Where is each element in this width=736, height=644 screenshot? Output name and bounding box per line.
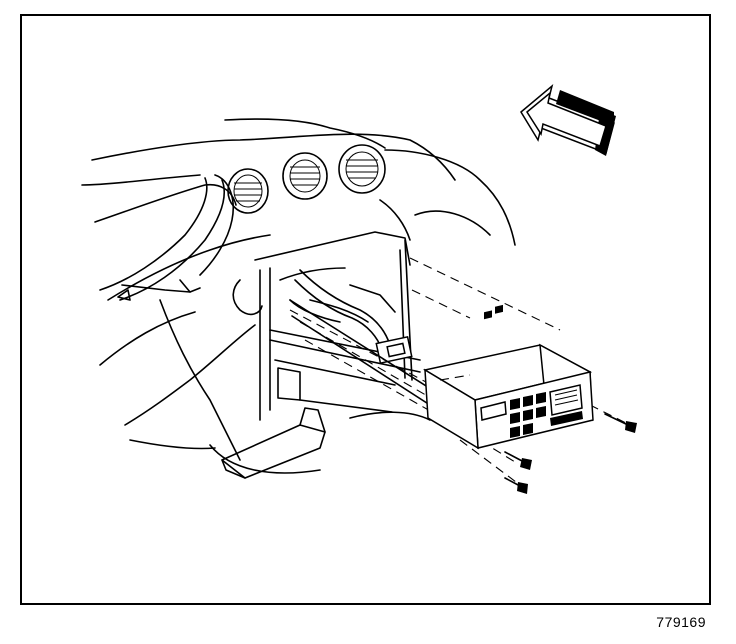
screw-icon bbox=[604, 413, 637, 433]
air-vent-left bbox=[227, 168, 269, 214]
screw-icon bbox=[504, 451, 532, 470]
direction-arrow-icon bbox=[520, 83, 616, 156]
mounting-screws bbox=[504, 413, 637, 494]
air-vents bbox=[227, 144, 386, 214]
trim-bezel bbox=[99, 174, 234, 301]
radio-cavity bbox=[232, 231, 421, 421]
air-vent-right bbox=[338, 144, 386, 194]
air-vent-center bbox=[282, 152, 328, 200]
mounting-bracket bbox=[221, 407, 326, 479]
wire-harness bbox=[289, 269, 413, 364]
screw-icon bbox=[504, 477, 528, 494]
dashboard-outline bbox=[81, 118, 516, 474]
figure-frame bbox=[20, 14, 711, 605]
radio-buttons bbox=[510, 384, 583, 438]
figure-number: 779169 bbox=[656, 614, 706, 630]
radio-unit bbox=[422, 304, 594, 450]
